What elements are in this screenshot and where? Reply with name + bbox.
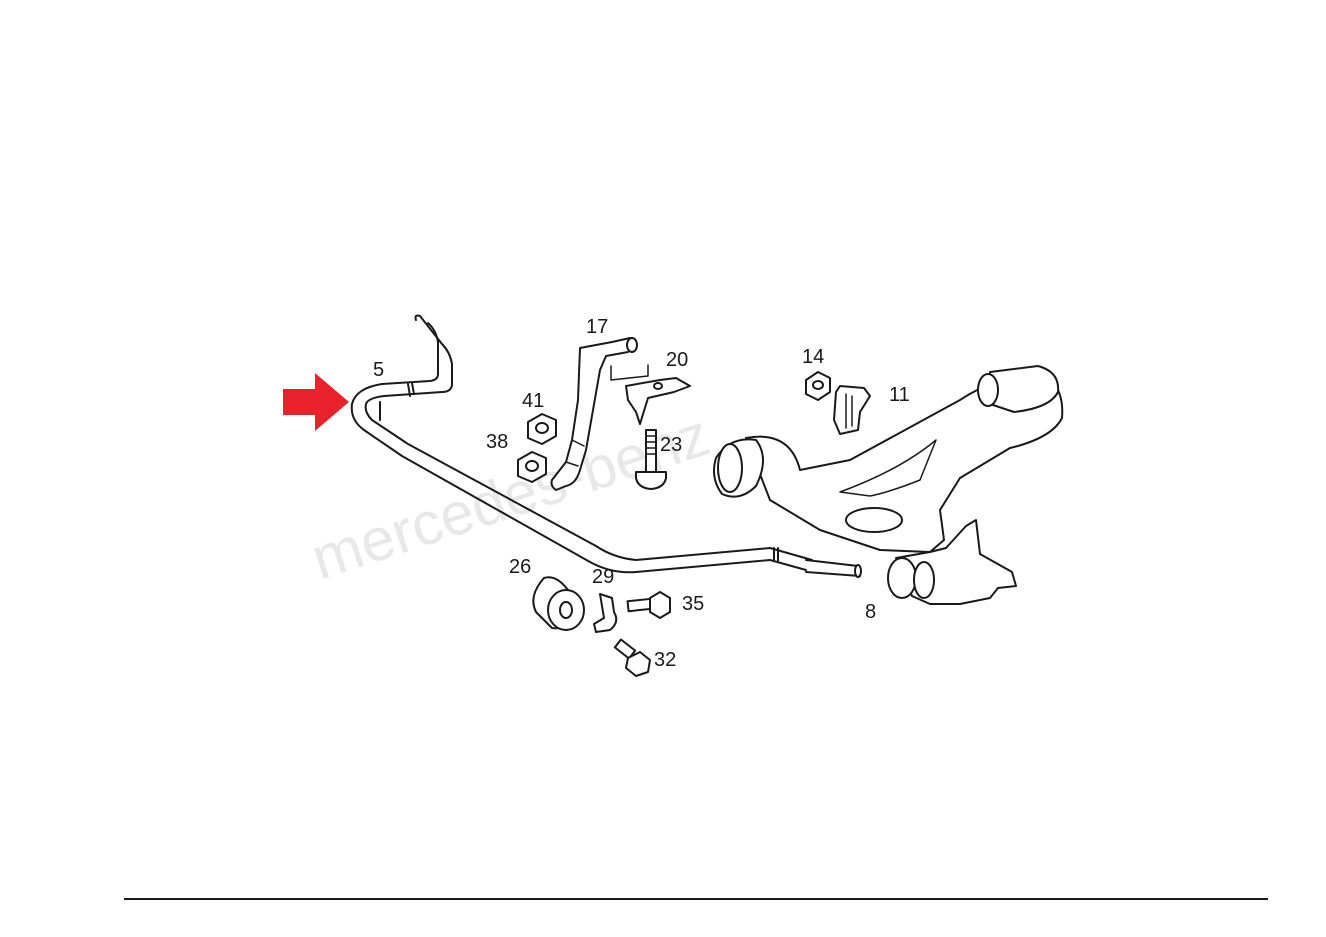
control-arm: [713, 365, 1064, 553]
nut-41: [527, 413, 557, 445]
callout-35: 35: [682, 593, 704, 615]
nut-38: [517, 451, 547, 483]
callout-20: 20: [666, 349, 688, 371]
bushing-26: [532, 576, 585, 631]
stabilizer-bar: [350, 314, 862, 578]
clamp-29: [593, 593, 618, 633]
bracket-17: [550, 337, 638, 491]
bracket-20: [610, 364, 691, 425]
callout-32: 32: [654, 649, 676, 671]
knuckle-bushing-8: [887, 519, 1017, 605]
callout-41: 41: [522, 390, 544, 412]
bolt-23: [635, 429, 667, 490]
bolt-35: [626, 591, 671, 619]
callout-17: 17: [586, 316, 608, 338]
callout-14: 14: [802, 346, 824, 368]
callout-38: 38: [486, 431, 508, 453]
red-pointer-arrow: [283, 373, 349, 431]
callout-8: 8: [865, 601, 876, 623]
callout-29: 29: [592, 566, 614, 588]
bolt-32: [613, 638, 651, 677]
callout-11: 11: [889, 384, 910, 406]
callout-5: 5: [373, 359, 384, 381]
callout-23: 23: [660, 434, 682, 456]
callout-26: 26: [509, 556, 531, 578]
nut-14: [805, 371, 831, 401]
clamp-11: [833, 385, 871, 435]
